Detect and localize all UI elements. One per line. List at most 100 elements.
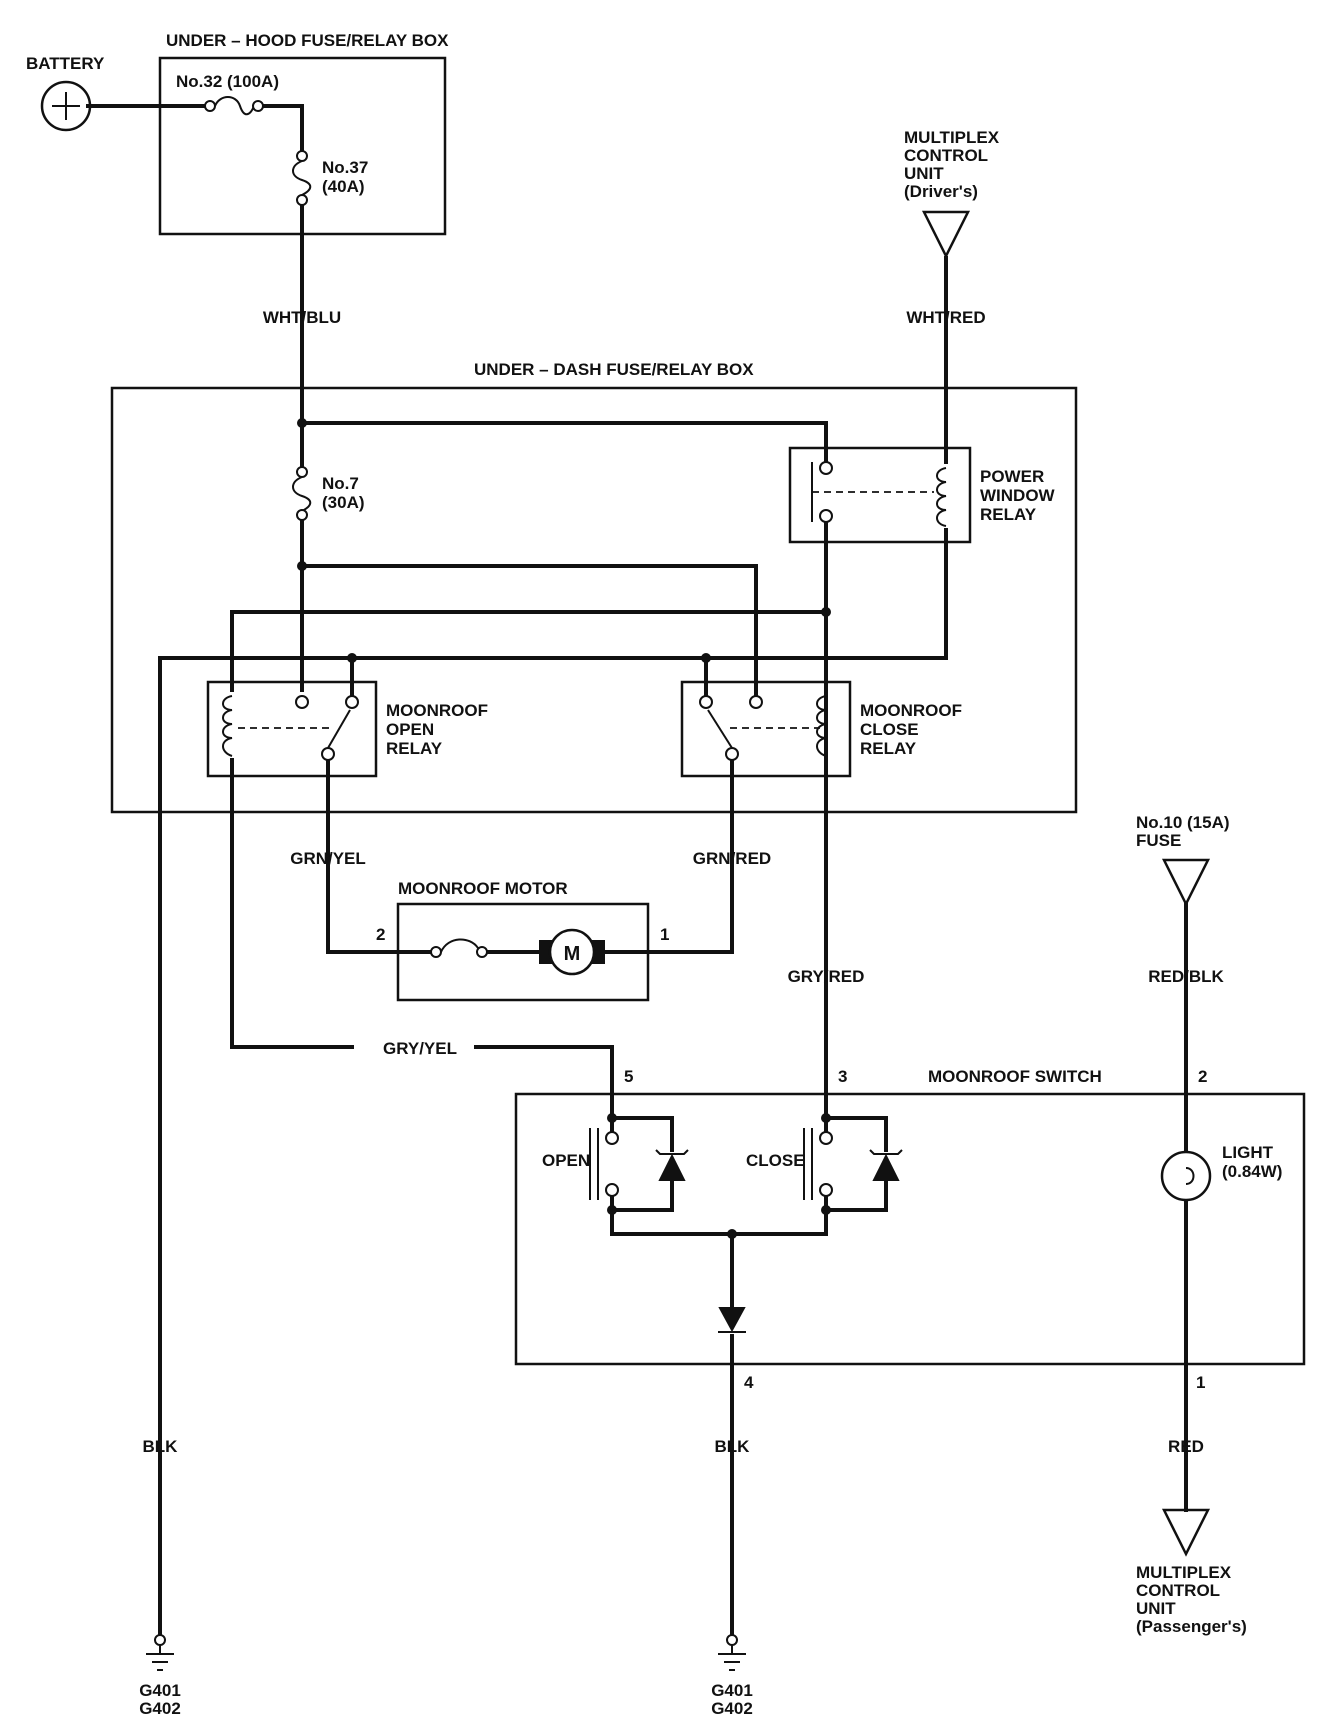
fuse37-terminal-top bbox=[296, 150, 308, 162]
wire-open-diode-bottom bbox=[610, 1178, 674, 1212]
fuse37-terminal-bottom bbox=[296, 194, 308, 206]
common-diode-icon bbox=[718, 1307, 746, 1333]
close-diode-zener-bar bbox=[869, 1149, 903, 1155]
close-relay-common bbox=[725, 747, 739, 761]
fuse10-label: No.10 (15A) bbox=[1136, 813, 1230, 832]
ground-1-label-1: G401 bbox=[139, 1681, 181, 1700]
open-relay-box bbox=[206, 680, 378, 778]
motor-label: MOONROOF MOTOR bbox=[398, 879, 568, 898]
wire-bus-to-open-coil bbox=[230, 610, 828, 692]
junction-dot bbox=[821, 1113, 831, 1123]
open-relay-label-2: OPEN bbox=[386, 720, 434, 739]
motor-icon bbox=[548, 928, 596, 976]
switch-pin-3: 3 bbox=[838, 1067, 847, 1086]
junction-dot bbox=[347, 653, 357, 663]
under-dash-box-label: UNDER – DASH FUSE/RELAY BOX bbox=[474, 360, 754, 379]
switch-pin-1: 1 bbox=[1196, 1373, 1205, 1392]
fuse37-label: No.37 bbox=[322, 158, 368, 177]
fuse7-icon bbox=[292, 476, 312, 512]
wire-label-red: RED bbox=[1168, 1437, 1204, 1456]
under-dash-fuse-relay-box bbox=[110, 386, 1078, 814]
fuse10-icon bbox=[1161, 858, 1211, 907]
close-relay-coil-icon bbox=[816, 695, 827, 757]
close-relay-label-1: MOONROOF bbox=[860, 701, 962, 720]
moonroof-switch-box bbox=[514, 1092, 1306, 1366]
pw-relay-label-2: WINDOW bbox=[980, 486, 1056, 505]
wire-gry-yel-right bbox=[474, 1045, 614, 1120]
switch-pin-4: 4 bbox=[744, 1373, 754, 1392]
mcu-passenger-label-2: CONTROL bbox=[1136, 1581, 1220, 1600]
wire-open-diode-top bbox=[610, 1116, 674, 1152]
open-contact-bottom bbox=[605, 1183, 619, 1197]
mcu-passenger-label-3: UNIT bbox=[1136, 1599, 1176, 1618]
open-relay-switch-arm bbox=[327, 709, 351, 749]
motor-breaker-terminal-right bbox=[476, 946, 488, 958]
open-relay-common bbox=[321, 747, 335, 761]
wire-label-grn-red: GRN/RED bbox=[693, 849, 771, 868]
motor-pin-1: 1 bbox=[660, 925, 669, 944]
open-contact-label: OPEN bbox=[542, 1151, 590, 1170]
mcu-driver-label-2: CONTROL bbox=[904, 146, 988, 165]
mcu-driver-icon bbox=[921, 210, 971, 259]
junction-dot bbox=[607, 1113, 617, 1123]
motor-breaker-terminal-left bbox=[430, 946, 442, 958]
ground-2-terminal bbox=[726, 1634, 738, 1646]
mcu-passenger-label-1: MULTIPLEX bbox=[1136, 1563, 1232, 1582]
fuse32-label: No.32 (100A) bbox=[176, 72, 279, 91]
open-relay-contact-nc bbox=[345, 695, 359, 709]
battery-icon bbox=[40, 80, 92, 132]
close-contact-bottom bbox=[819, 1183, 833, 1197]
under-hood-box-label: UNDER – HOOD FUSE/RELAY BOX bbox=[166, 31, 449, 50]
fuse7-rating: (30A) bbox=[322, 493, 365, 512]
junction-dot bbox=[727, 1229, 737, 1239]
close-contact-top bbox=[819, 1131, 833, 1145]
wire-gry-yel-left bbox=[230, 758, 354, 1049]
open-contact-top bbox=[605, 1131, 619, 1145]
ground-1-label-2: G402 bbox=[139, 1699, 181, 1718]
wire-close-diode-top bbox=[824, 1116, 888, 1152]
wire-close-diode-bottom bbox=[824, 1178, 888, 1212]
fuse32-terminal-left bbox=[204, 100, 216, 112]
wire-label-red-blk: RED/BLK bbox=[1148, 967, 1224, 986]
fuse37-rating: (40A) bbox=[322, 177, 365, 196]
fuse7-terminal-bottom bbox=[296, 509, 308, 521]
wire-label-blk-left: BLK bbox=[143, 1437, 179, 1456]
fuse10-label-2: FUSE bbox=[1136, 831, 1181, 850]
open-relay-coil-icon bbox=[222, 695, 233, 757]
open-relay-contact-no bbox=[295, 695, 309, 709]
fuse37-icon bbox=[292, 160, 312, 196]
junction-dot bbox=[297, 561, 307, 571]
fuse7-terminal-top bbox=[296, 466, 308, 478]
switch-label: MOONROOF SWITCH bbox=[928, 1067, 1102, 1086]
mcu-driver-label-4: (Driver's) bbox=[904, 182, 978, 201]
light-bulb-icon bbox=[1160, 1150, 1212, 1202]
fuse32-terminal-right bbox=[252, 100, 264, 112]
light-label-1: LIGHT bbox=[1222, 1143, 1274, 1162]
junction-dot bbox=[821, 607, 831, 617]
mcu-passenger-label-4: (Passenger's) bbox=[1136, 1617, 1247, 1636]
light-bulb-filament bbox=[1185, 1167, 1195, 1185]
wire-grn-yel bbox=[326, 758, 434, 954]
wire-fuse7-to-close-relay bbox=[300, 564, 758, 698]
ground-1-terminal bbox=[154, 1634, 166, 1646]
close-relay-contact-nc bbox=[699, 695, 713, 709]
pw-relay-contact-bottom bbox=[819, 509, 833, 523]
open-relay-label-3: RELAY bbox=[386, 739, 443, 758]
wire-feed-to-pw-relay bbox=[300, 421, 828, 464]
motor-symbol: M bbox=[564, 943, 581, 965]
junction-dot bbox=[821, 1205, 831, 1215]
battery-label: BATTERY bbox=[26, 54, 105, 73]
wire-fuse32-to-fuse37 bbox=[256, 104, 304, 154]
pw-relay-label-3: RELAY bbox=[980, 505, 1037, 524]
pw-relay-contact-top bbox=[819, 461, 833, 475]
close-diode-icon bbox=[872, 1153, 900, 1181]
mcu-driver-label-3: UNIT bbox=[904, 164, 944, 183]
light-label-2: (0.84W) bbox=[1222, 1162, 1282, 1181]
open-relay-label-1: MOONROOF bbox=[386, 701, 488, 720]
motor-breaker-icon bbox=[440, 938, 479, 953]
wire-ground-bus bbox=[158, 656, 948, 1638]
open-diode-icon bbox=[658, 1153, 686, 1181]
close-relay-switch-arm bbox=[707, 709, 733, 749]
junction-dot bbox=[607, 1205, 617, 1215]
